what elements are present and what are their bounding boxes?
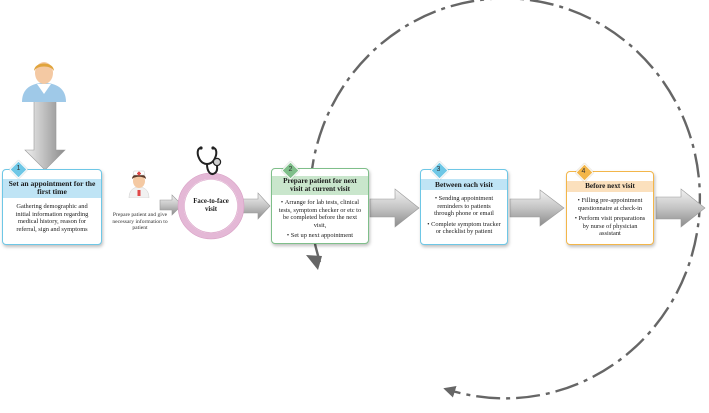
step-4-bullet: Perform visit preparations by nurse of p… [573,215,647,238]
step-2-bullet: Arrange for lab tests, clinical tests, s… [278,199,362,229]
step-1-title: Set an appointment for the first time [8,179,96,196]
step-4-bullet: Filling pre-appointment questionnaire at… [573,197,647,212]
arrow-step3-to-step4 [509,189,565,227]
cycle-return-arrowhead [306,255,322,270]
step-4-title: Before next visit [585,182,635,190]
step-1-number: 1 [16,165,21,172]
step-4-number: 4 [581,168,586,175]
stethoscope-icon [196,146,222,175]
step-3-card: Between each visit Sending appointment r… [420,169,508,245]
arrow-step4-out [655,188,706,228]
step-1-card: Set an appointment for the first time Ga… [2,169,102,245]
step-4-bullets: Filling pre-appointment questionnaire at… [573,197,647,241]
step-3-bullet: Sending appointment reminders to patient… [427,195,501,218]
arrow-nurse-to-visit [159,194,183,216]
nurse-icon [128,170,150,198]
arrow-step2-to-step3 [369,188,420,228]
step-2-number: 2 [288,166,293,173]
step-2-card: Prepare patient for next visit at curren… [271,168,369,244]
visit-label: Face-to-face visit [193,198,229,213]
step-2-bullets: Arrange for lab tests, clinical tests, s… [278,199,362,243]
cycle-dashed-arc [308,0,702,400]
down-arrow [24,96,66,171]
step-1-body: Gathering demographic and initial inform… [15,203,89,233]
step-2-title: Prepare patient for next visit at curren… [283,177,357,194]
step-3-bullet: Complete symptom tracker or checklist by… [427,221,501,236]
patient-icon [22,62,66,102]
step-3-bullets: Sending appointment reminders to patient… [427,195,501,239]
arrow-visit-to-step2 [241,192,271,220]
nurse-note: Prepare patient and give necessary infor… [112,212,168,232]
step-2-bullet: Set up next appointment [278,232,362,240]
step-3-title: Between each visit [435,180,493,189]
visit-ring [178,173,244,239]
step-4-card: Before next visit Filling pre-appointmen… [566,171,654,245]
step-3-number: 3 [436,166,441,173]
